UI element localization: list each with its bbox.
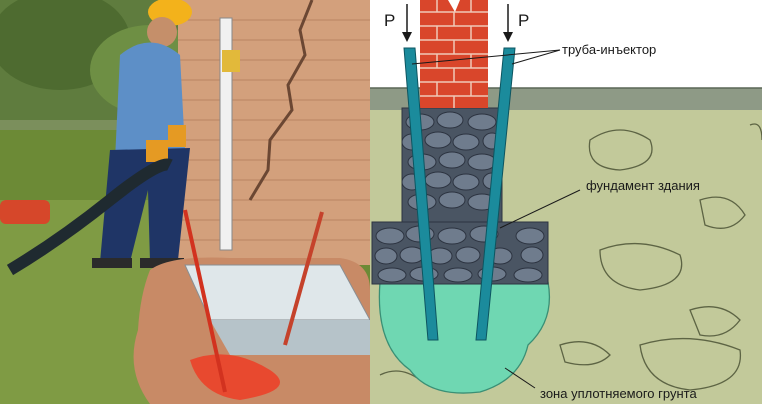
left-photo-panel: [0, 0, 371, 404]
worker: [92, 0, 192, 268]
force-label-left: P: [384, 11, 395, 30]
label-building-foundation: фундамент здания: [586, 178, 700, 193]
force-arrow-right: [503, 4, 513, 42]
glove: [168, 125, 186, 147]
leader-lines: [411, 49, 581, 389]
level-gauge: [222, 50, 240, 72]
injector-pipe-right: [475, 47, 516, 341]
boot: [140, 258, 184, 268]
measuring-rod: [219, 17, 233, 251]
compaction-zone: [378, 281, 551, 394]
force-arrow-left: [402, 4, 412, 42]
label-compaction-zone: зона уплотняемого грунта: [540, 386, 697, 401]
brick-joints: [420, 0, 488, 108]
boot: [92, 258, 132, 268]
label-injector-pipe: труба-инъектор: [562, 42, 656, 57]
glove: [146, 140, 168, 162]
right-diagram-panel: P P труба-инъектор фундамент здания зона…: [370, 0, 762, 404]
wall-notch: [448, 0, 460, 12]
head: [147, 17, 177, 47]
foundation-slab: [184, 264, 371, 321]
injection-rod: [283, 211, 324, 346]
injected-grout: [190, 354, 280, 400]
shirt: [115, 42, 185, 160]
force-label-right: P: [518, 11, 529, 30]
foundation-side: [210, 320, 370, 355]
wall-crack: [248, 0, 314, 201]
injector-pipe-left: [403, 47, 439, 341]
pump-unit: [0, 200, 50, 224]
wall-brick-lines: [178, 19, 370, 241]
jeans: [100, 148, 190, 262]
injection-hose: [6, 158, 173, 276]
injection-rod: [183, 209, 227, 393]
